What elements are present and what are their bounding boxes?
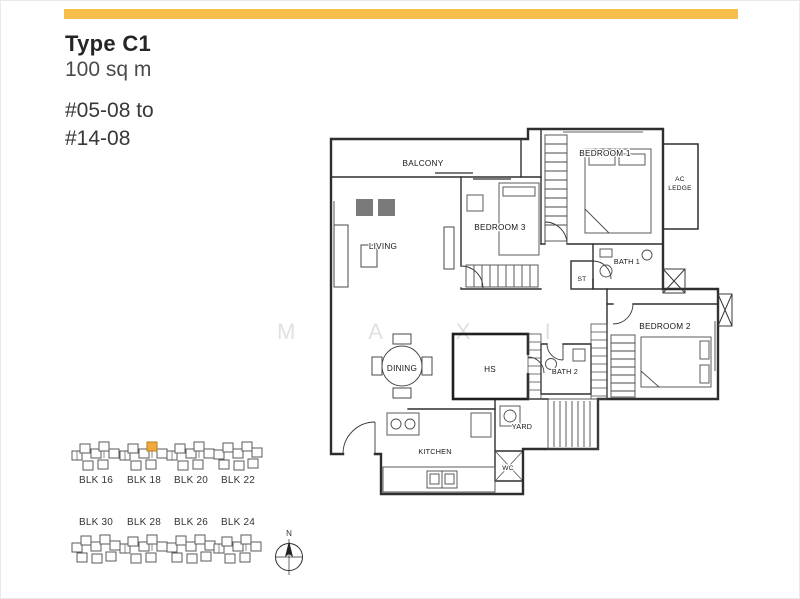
interior-walls xyxy=(330,128,719,482)
block-cluster-icon xyxy=(213,530,263,566)
block-locator-blk16: BLK 16 xyxy=(71,437,121,486)
outer-walls xyxy=(329,127,720,496)
unit-range-line2: #14-08 xyxy=(65,127,131,150)
furniture-kitchen xyxy=(382,412,496,493)
block-cluster-icon xyxy=(71,530,121,566)
compass-icon: N xyxy=(275,529,303,575)
furniture-living xyxy=(333,199,455,288)
furniture-bath2 xyxy=(545,348,586,370)
block-cluster-icon xyxy=(213,437,263,473)
door-arcs xyxy=(342,221,634,455)
room-label-yard: YARD xyxy=(512,422,532,431)
hatch-shafts xyxy=(527,323,608,400)
unit-range-line1: #05-08 to xyxy=(65,99,154,122)
room-label-bedroom2: BEDROOM 2 xyxy=(639,322,691,331)
room-label-balcony: BALCONY xyxy=(403,159,444,168)
room-label-ac-1: AC xyxy=(675,176,685,183)
block-label: BLK 22 xyxy=(220,475,255,486)
furniture-bath1 xyxy=(599,248,653,278)
block-label: BLK 18 xyxy=(126,475,161,486)
floorplan-drawing: BALCONY LIVING BEDROOM 3 BEDROOM 1 AC LE… xyxy=(329,127,733,496)
room-label-hs: HS xyxy=(484,365,496,374)
room-label-living: LIVING xyxy=(369,242,397,251)
room-label-dining: DINING xyxy=(387,364,417,373)
room-label-bath1: BATH 1 xyxy=(614,257,640,266)
ladder-hatch xyxy=(547,398,599,450)
furniture-bedroom2 xyxy=(610,334,712,398)
block-locator-blk24: BLK 24 xyxy=(213,517,263,566)
block-cluster-icon xyxy=(71,437,121,473)
unit-range: #05-08 to #14-08 xyxy=(65,97,154,153)
furniture-dining xyxy=(371,333,433,399)
block-cluster-icon xyxy=(119,441,169,473)
block-locator-blk30: BLK 30 xyxy=(71,517,121,566)
block-label: BLK 20 xyxy=(173,475,208,486)
room-label-bedroom3: BEDROOM 3 xyxy=(474,223,526,232)
furniture-yard xyxy=(499,405,521,427)
block-locator-blk26: BLK 26 xyxy=(166,517,216,566)
block-label: BLK 24 xyxy=(220,517,255,528)
wc-cross xyxy=(495,451,523,481)
ac-ledge-outline xyxy=(662,143,699,230)
furniture-bedroom3 xyxy=(465,182,540,288)
room-label-kitchen: KITCHEN xyxy=(418,447,451,456)
block-label: BLK 30 xyxy=(78,517,113,528)
unit-area-label: 100 sq m xyxy=(65,58,152,81)
room-label-bedroom1: BEDROOM 1 xyxy=(579,149,631,158)
block-locator-blk18: BLK 18 xyxy=(119,437,169,486)
block-label: BLK 28 xyxy=(126,517,161,528)
room-label-wc: WC xyxy=(502,465,514,472)
block-cluster-icon xyxy=(166,530,216,566)
highlighted-unit xyxy=(146,441,158,452)
room-label-bath2: BATH 2 xyxy=(552,367,578,376)
ac-vent-boxes xyxy=(662,268,733,327)
sliding-door xyxy=(435,172,511,180)
block-label: BLK 16 xyxy=(78,475,113,486)
compass-north-label: N xyxy=(286,529,292,538)
block-cluster-icon xyxy=(166,437,216,473)
block-cluster-icon xyxy=(119,530,169,566)
hs-shelter-walls xyxy=(451,332,545,401)
accent-bar xyxy=(64,9,738,19)
block-locator-blk20: BLK 20 xyxy=(166,437,216,486)
block-locator-blk22: BLK 22 xyxy=(213,437,263,486)
compass-needle xyxy=(285,541,293,557)
room-labels: BALCONY LIVING BEDROOM 3 BEDROOM 1 AC LE… xyxy=(368,148,693,473)
unit-type-title: Type C1 xyxy=(65,31,152,56)
block-label: BLK 26 xyxy=(173,517,208,528)
room-label-st: ST xyxy=(578,276,587,283)
room-label-ac-2: LEDGE xyxy=(668,185,692,192)
furniture-bedroom1 xyxy=(544,134,652,242)
block-locator-blk28: BLK 28 xyxy=(119,517,169,566)
